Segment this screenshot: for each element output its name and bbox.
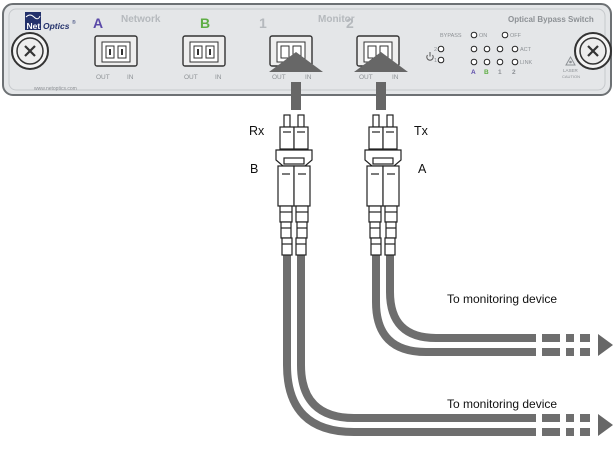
cable-left <box>283 255 505 436</box>
a-label: A <box>418 162 427 176</box>
port-a-label: A <box>93 15 103 31</box>
right-thumb-screw-icon <box>574 32 612 70</box>
power-2-label: 2 <box>434 47 437 53</box>
lc-connector-left <box>275 114 313 256</box>
port-b[interactable]: OUT IN <box>182 35 226 81</box>
lc-connector-right <box>364 114 402 256</box>
caution-label: CAUTION <box>562 74 580 79</box>
tx-label: Tx <box>414 124 429 138</box>
led-panel: BYPASS ON OFF 2 1 ACT LINK A B <box>426 31 533 76</box>
laser-label: LASER <box>563 68 579 73</box>
port-1-out-label: OUT <box>272 74 286 81</box>
brand-optics-text: Optics <box>43 21 70 31</box>
act-label: ACT <box>520 47 532 53</box>
off-label: OFF <box>510 33 522 39</box>
led-col-2: 2 <box>512 69 516 76</box>
device-title: Optical Bypass Switch <box>508 15 594 24</box>
laser-warning-icon: LASER CAUTION <box>562 55 580 79</box>
on-label: ON <box>479 33 487 39</box>
port-2-label: 2 <box>346 15 354 31</box>
cable-right <box>372 255 505 356</box>
cable-left-continuation <box>505 414 590 436</box>
arrow-to-device-upper <box>598 334 613 356</box>
netoptics-logo: Net Optics ® <box>25 12 76 31</box>
to-monitoring-device-lower: To monitoring device <box>447 397 557 411</box>
brand-net-text: Net <box>27 21 41 31</box>
port-b-label: B <box>200 15 210 31</box>
left-thumb-screw-icon <box>11 32 49 70</box>
port-2-out-label: OUT <box>359 74 373 81</box>
optical-bypass-switch: Net Optics ® www.netoptics.com A Network… <box>2 3 612 96</box>
link-label: LINK <box>520 60 533 66</box>
port-a-out-label: OUT <box>96 74 110 81</box>
port-b-out-label: OUT <box>184 74 198 81</box>
monitor-2-arrow <box>354 52 408 110</box>
port-2-in-label: IN <box>392 74 399 81</box>
arrow-to-device-lower <box>598 414 613 436</box>
power-icon <box>426 52 434 61</box>
brand-mark-text: ® <box>72 19 76 26</box>
port-1-label: 1 <box>259 15 267 31</box>
b-label: B <box>250 162 258 176</box>
bypass-label: BYPASS <box>440 33 462 39</box>
led-col-b: B <box>484 69 489 76</box>
port-a[interactable]: OUT IN <box>94 35 138 81</box>
port-b-in-label: IN <box>215 74 222 81</box>
port-a-in-label: IN <box>127 74 134 81</box>
network-label: Network <box>121 14 161 25</box>
monitor-label: Monitor <box>318 14 355 25</box>
led-col-1: 1 <box>498 69 502 76</box>
cable-right-continuation <box>505 334 590 356</box>
rx-label: Rx <box>249 124 265 138</box>
to-monitoring-device-upper: To monitoring device <box>447 292 557 306</box>
port-1-in-label: IN <box>305 74 312 81</box>
monitor-1-arrow <box>269 52 323 110</box>
led-col-a: A <box>471 69 476 76</box>
website-text: www.netoptics.com <box>34 86 77 92</box>
power-1-label: 1 <box>434 58 437 64</box>
